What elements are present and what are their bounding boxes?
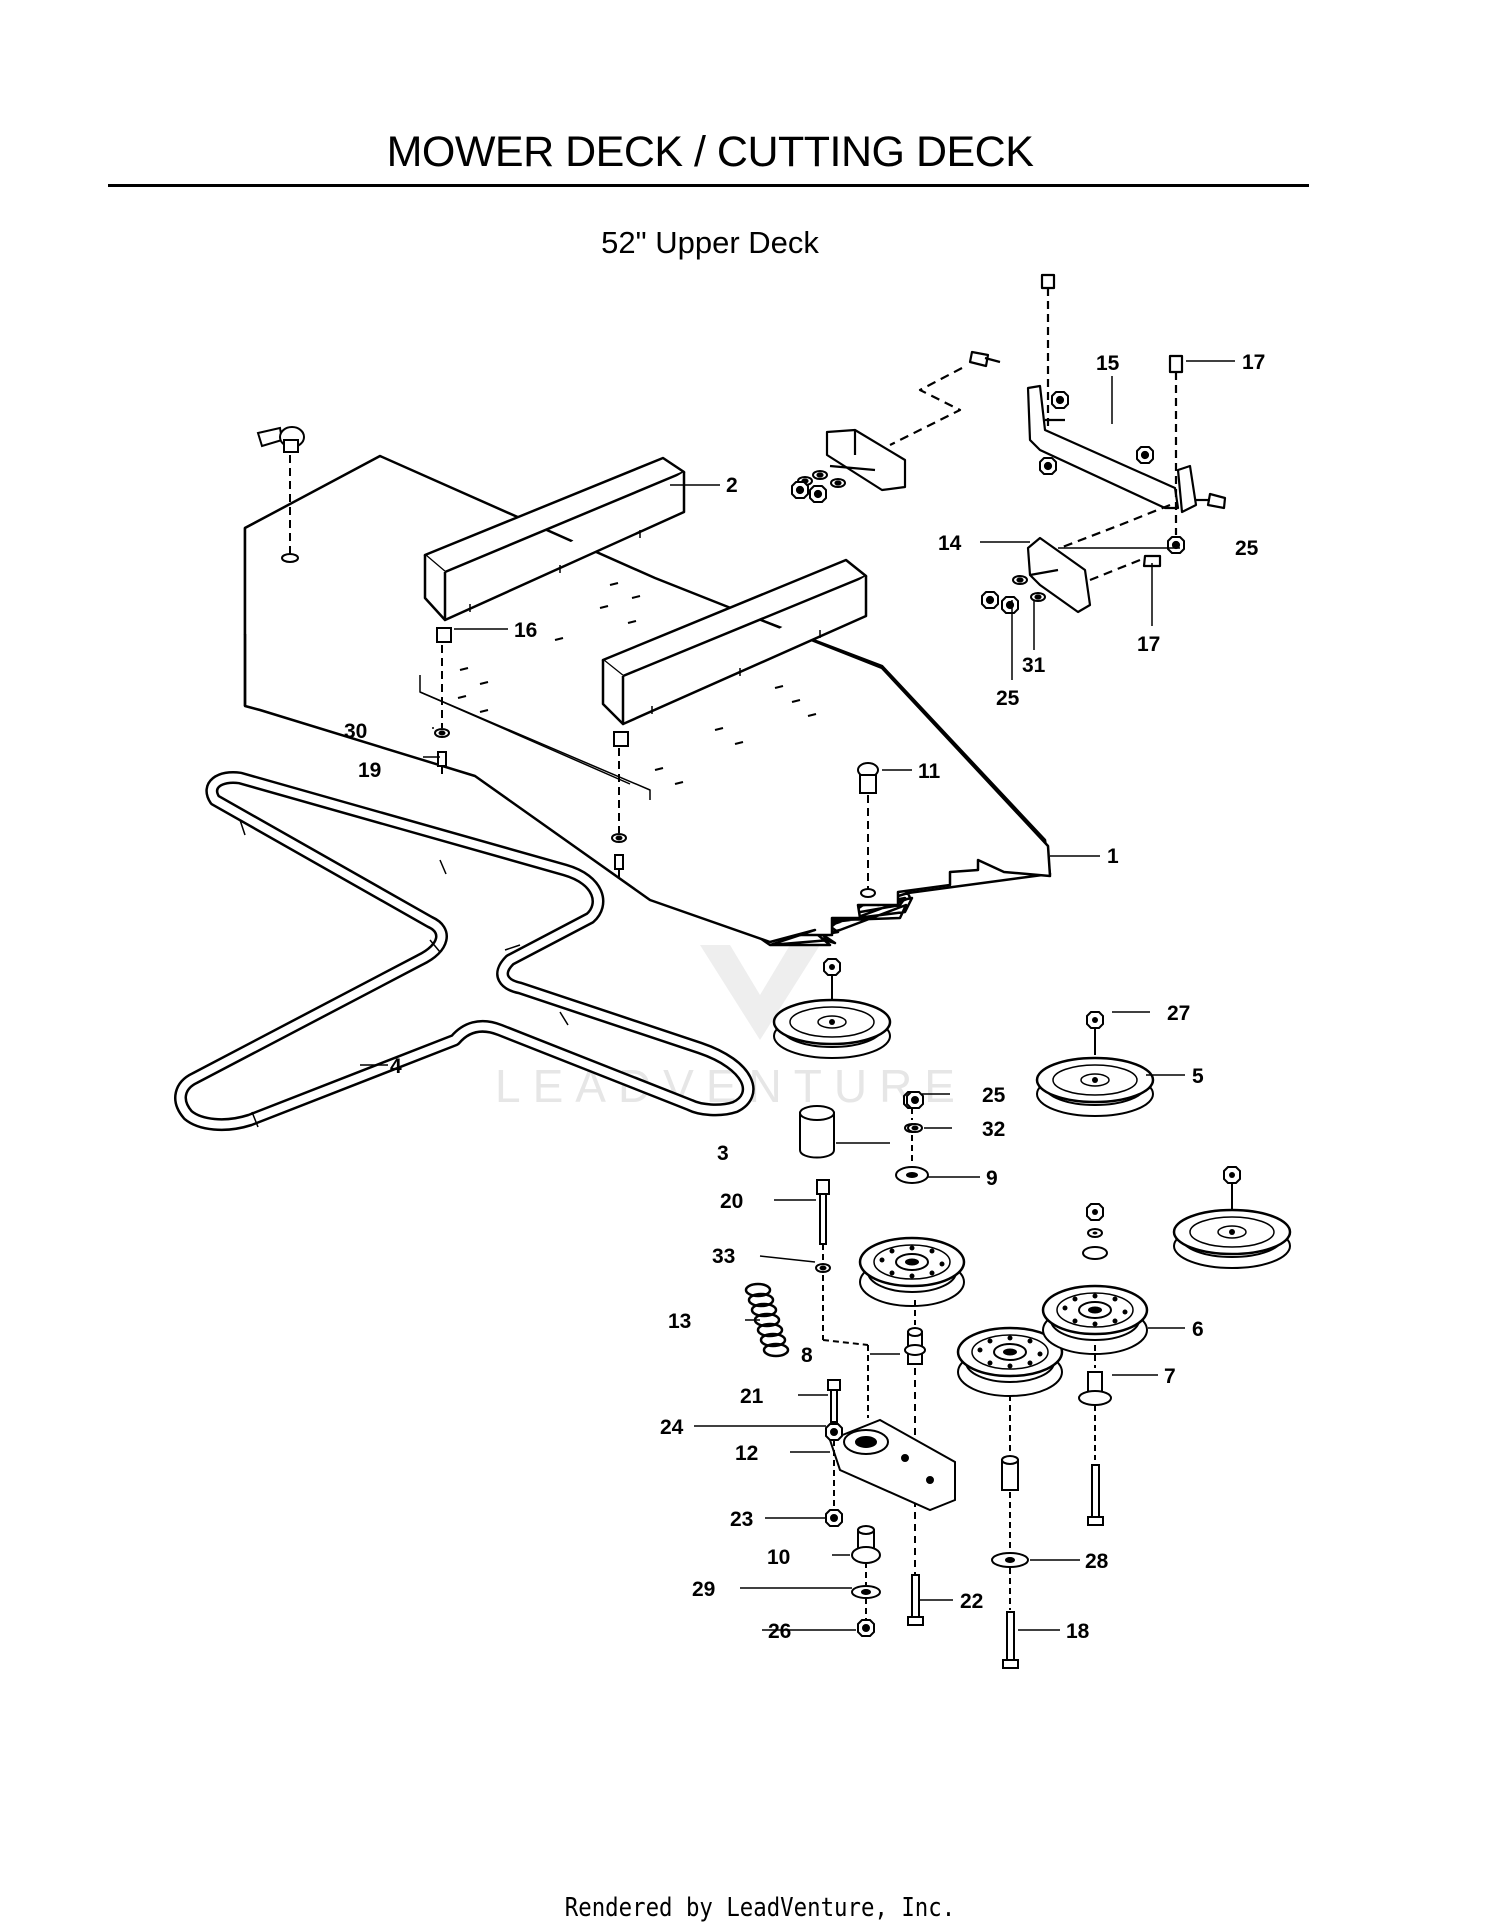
callout-9: 9: [986, 1167, 998, 1190]
callout-31: 31: [1022, 654, 1046, 677]
spindle-pulley-left: [772, 958, 892, 1060]
idler-hardware: [744, 1091, 1112, 1669]
callout-24: 24: [660, 1416, 684, 1439]
callout-25c: 25: [982, 1084, 1006, 1107]
callout-22: 22: [960, 1590, 983, 1613]
callout-25b: 25: [996, 687, 1020, 710]
drive-belt: [174, 770, 755, 1131]
callout-13: 13: [668, 1310, 691, 1333]
callout-17b: 17: [1137, 633, 1160, 656]
callout-29: 29: [692, 1578, 715, 1601]
leader-lines: [360, 360, 1235, 1631]
diagram-subtitle: 52" Upper Deck: [601, 225, 819, 260]
callout-8: 8: [801, 1344, 813, 1367]
callout-3: 3: [717, 1142, 729, 1165]
callout-14: 14: [938, 532, 962, 555]
deck-knob: [256, 426, 305, 563]
callout-27: 27: [1167, 1002, 1190, 1025]
callout-numbers: 1 2 3 4 5 6 7 8 9 10 11 12 13 14 15 16 1…: [344, 351, 1265, 1643]
deck-plug: [857, 762, 879, 898]
callout-12: 12: [735, 1442, 758, 1465]
title-divider: [108, 184, 1309, 187]
callout-17a: 17: [1242, 351, 1265, 374]
callout-4: 4: [390, 1055, 402, 1078]
callout-15: 15: [1096, 352, 1120, 375]
callout-2: 2: [726, 474, 738, 497]
callout-1: 1: [1107, 845, 1119, 868]
callout-32: 32: [982, 1118, 1005, 1141]
callout-7: 7: [1164, 1365, 1176, 1388]
callout-16: 16: [514, 619, 537, 642]
mount-brackets: [790, 273, 1227, 615]
callout-25a: 25: [1235, 537, 1259, 560]
callout-28: 28: [1085, 1550, 1109, 1573]
callout-11: 11: [918, 760, 941, 783]
callout-6: 6: [1192, 1318, 1204, 1341]
callout-18: 18: [1066, 1620, 1090, 1643]
callout-26: 26: [768, 1620, 791, 1643]
page-title: MOWER DECK / CUTTING DECK: [386, 128, 1034, 176]
deck-slots: [457, 582, 817, 785]
callout-5: 5: [1192, 1065, 1204, 1088]
callout-19: 19: [358, 759, 381, 782]
spindle-pulley-right: [1172, 1166, 1292, 1270]
callout-30: 30: [344, 720, 367, 743]
footer-credit: Rendered by LeadVenture, Inc.: [564, 1893, 956, 1923]
callout-23: 23: [730, 1508, 753, 1531]
channel-fasteners: [434, 627, 629, 877]
callout-10: 10: [767, 1546, 790, 1569]
callout-33: 33: [712, 1245, 735, 1268]
idler-pulley-right: [1041, 1203, 1149, 1356]
right-channel-bracket: [601, 558, 868, 726]
spindle-pulley-center: [1035, 1011, 1155, 1118]
callout-20: 20: [720, 1190, 743, 1213]
callout-21: 21: [740, 1385, 764, 1408]
idler-pulley-upper: [858, 1091, 966, 1308]
